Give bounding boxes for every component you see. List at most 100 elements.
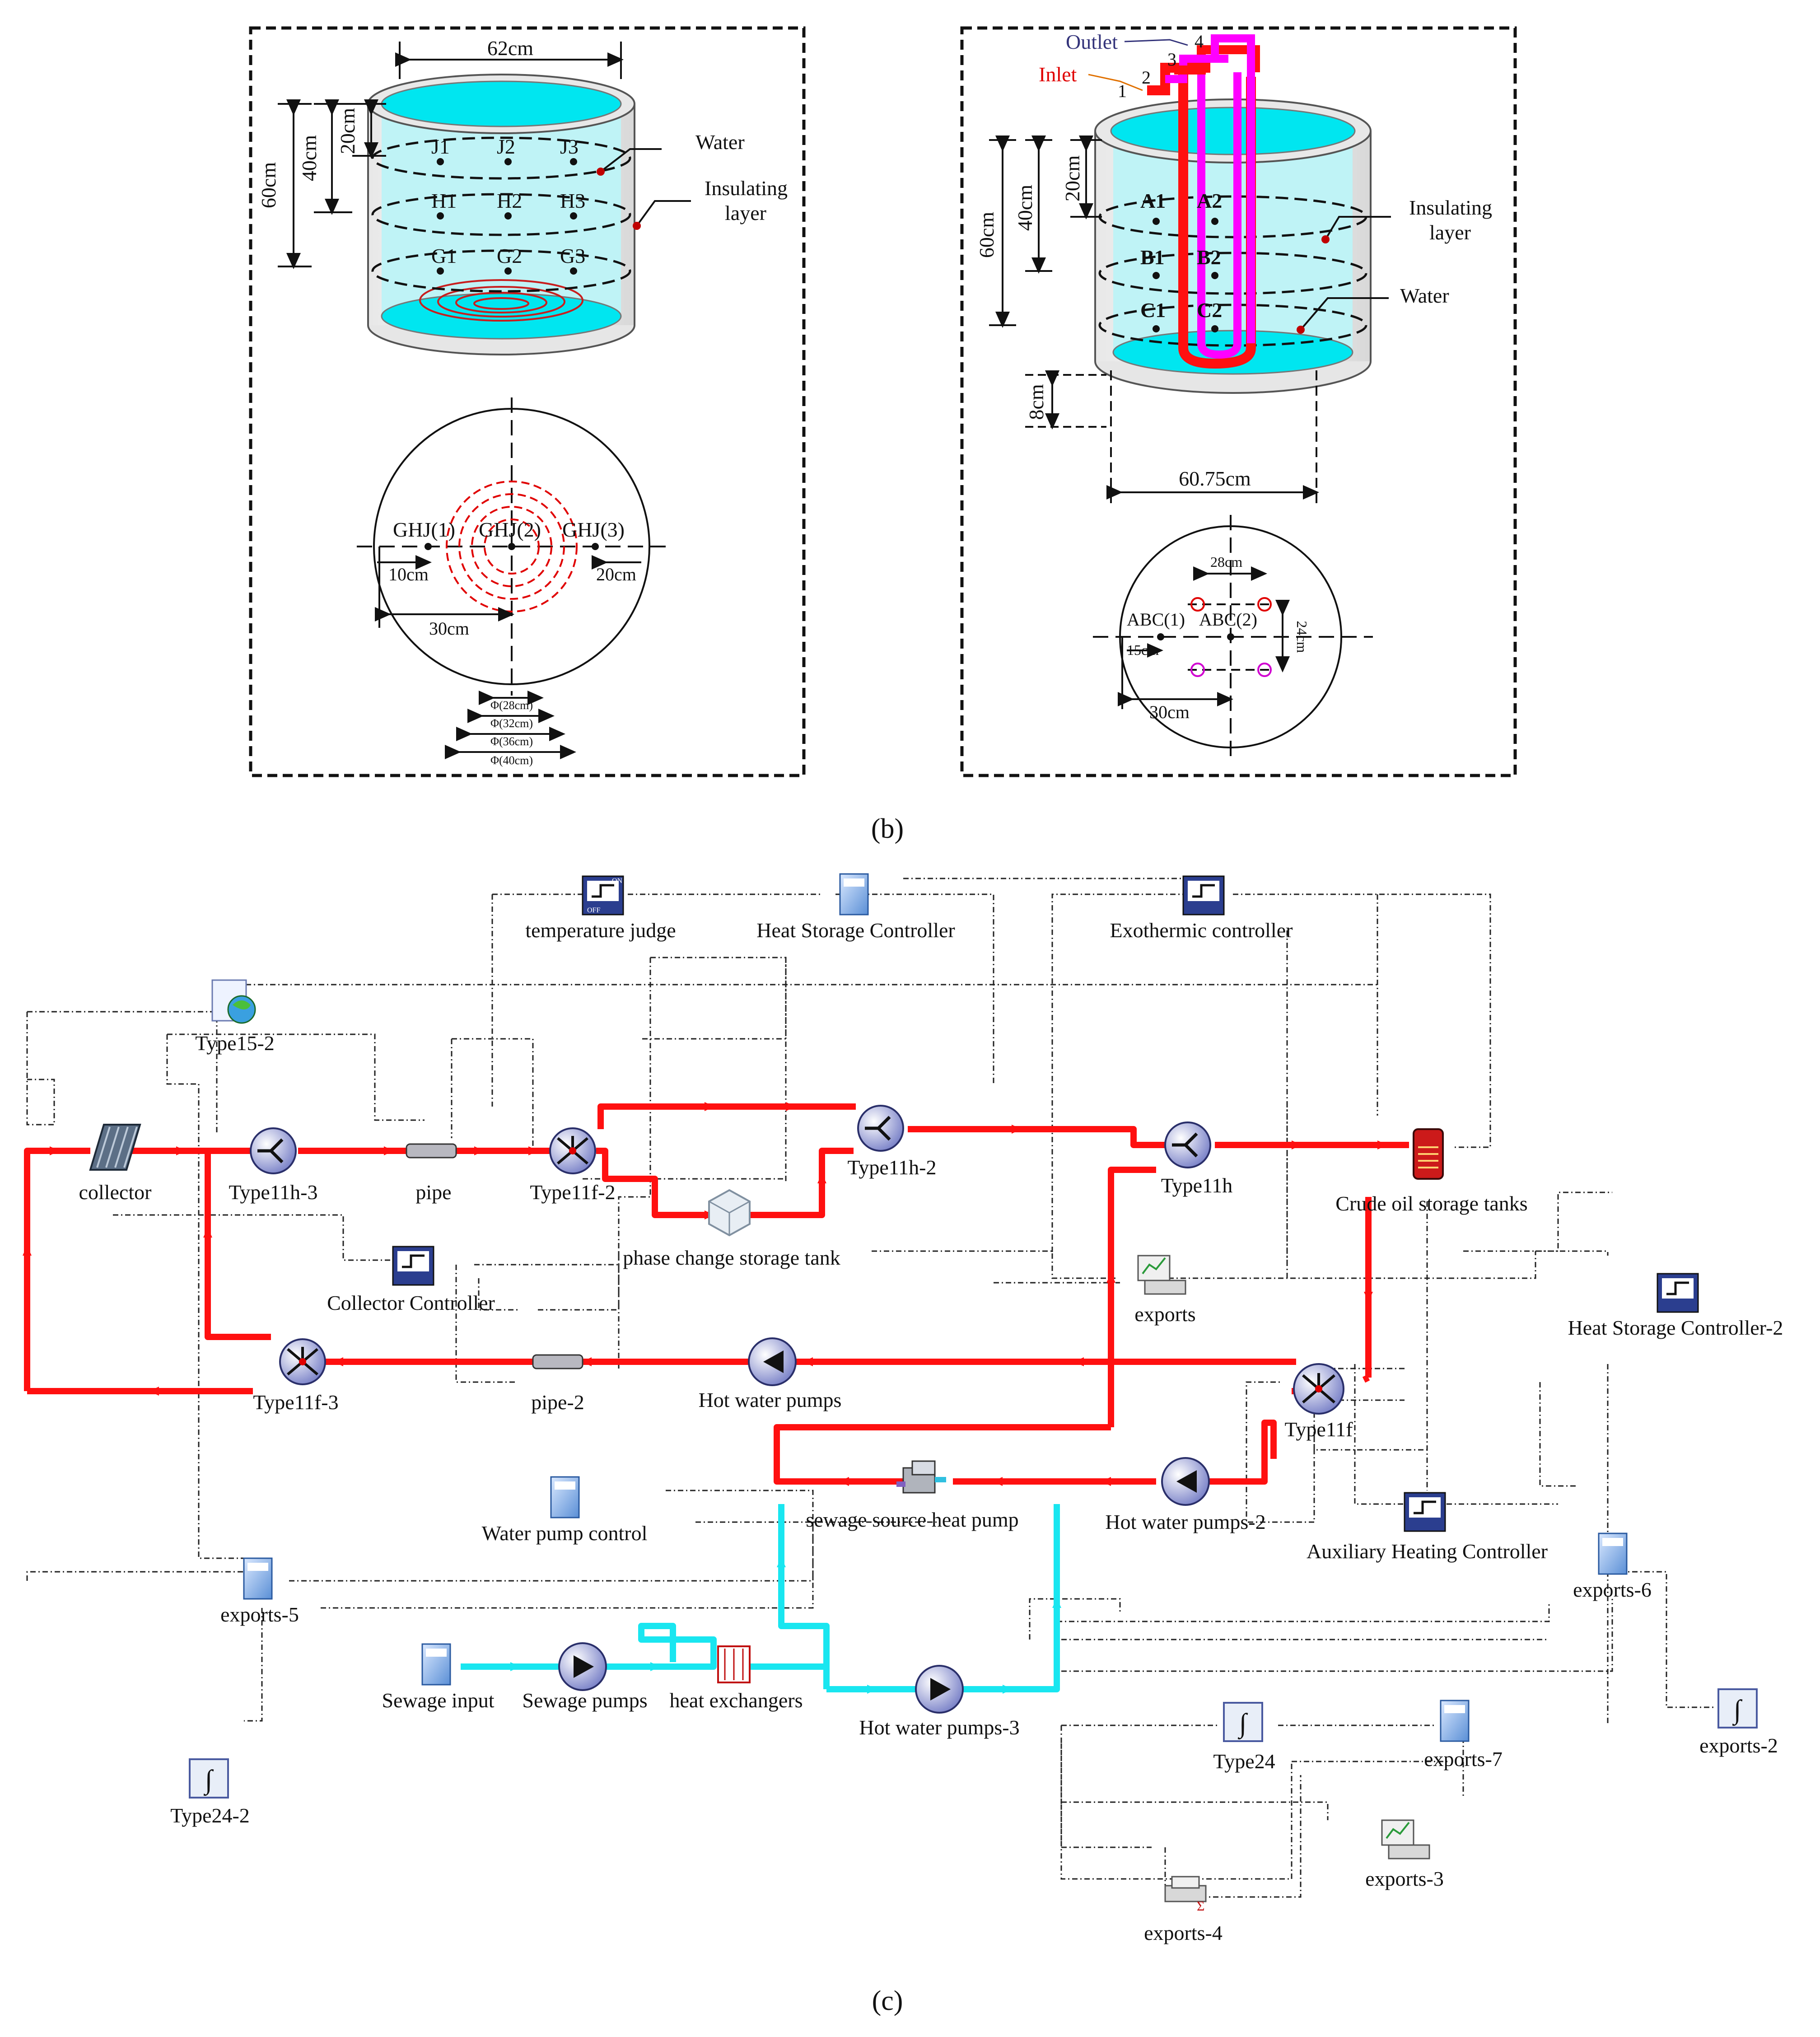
dim-40: 40cm: [298, 135, 321, 181]
sewage-source-heat-pump-icon: [896, 1460, 946, 1494]
exothermic-controller: [1182, 875, 1225, 916]
heat-storage-calculator-icon: [839, 873, 869, 916]
svg-text:Σ: Σ: [1197, 1899, 1204, 1914]
exports-printer-icon: [1137, 1255, 1186, 1295]
type11h-3-label: Type11h-3: [229, 1181, 318, 1204]
control-links: [26, 878, 1716, 1898]
exports-3-printer-icon: [1381, 1819, 1430, 1859]
hot-water-pump-3: [915, 1665, 964, 1714]
type11h-2-diverter: [857, 1105, 904, 1152]
sewage-input-label: Sewage input: [382, 1689, 494, 1712]
point-label: G1: [431, 244, 457, 267]
phase-change-tank-icon: [708, 1189, 751, 1237]
collector-icon: [89, 1124, 141, 1171]
point-label: A1: [1140, 189, 1166, 212]
right-tank: A1 A2 B1 B2 C1 C2: [1094, 34, 1372, 394]
type11f-mixer: [1293, 1363, 1344, 1415]
point-label: B2: [1197, 246, 1221, 269]
label-inlet: Inlet: [1039, 63, 1077, 86]
caption-c: (c): [872, 1986, 903, 2016]
left-tank: J1 J2 J3 H1 H2 H3 G1 G2 G3: [367, 74, 635, 355]
sewage-source-heat-pump-label: sewage source heat pump: [806, 1508, 1018, 1531]
point-label: A2: [1197, 189, 1222, 212]
point-label: B1: [1140, 246, 1165, 269]
exports-2-integrator-icon: ∫: [1717, 1688, 1758, 1729]
exports-4-label: exports-4: [1144, 1921, 1223, 1944]
exports-3-label: exports-3: [1365, 1867, 1444, 1890]
sewage-pipes: [461, 1504, 1060, 1692]
heat-exchangers-label: heat exchangers: [669, 1689, 803, 1712]
heat-storage-controller-2-label: Heat Storage Controller-2: [1568, 1316, 1783, 1339]
heat-exchanger-icon: [717, 1645, 751, 1683]
dim-60: 60cm: [975, 212, 998, 258]
exothermic-controller-label: Exothermic controller: [1110, 919, 1293, 942]
collector-controller: [392, 1246, 434, 1286]
exports-7-icon: [1440, 1700, 1470, 1742]
hot-pipe-arrows: [23, 1102, 1387, 1486]
point-label: C2: [1197, 299, 1222, 322]
type11h-diverter: [1164, 1121, 1211, 1168]
type11f-3-label: Type11f-3: [253, 1391, 338, 1414]
crude-oil-storage-label: Crude oil storage tanks: [1335, 1192, 1527, 1215]
d10-label: 10cm: [388, 564, 429, 584]
type11f-2-label: Type11f-2: [530, 1181, 615, 1204]
collector-controller-label: Collector Controller: [327, 1291, 495, 1314]
panel-b-right: A1 A2 B1 B2 C1 C2 Outlet Inlet 1 2 3 4: [960, 26, 1517, 777]
ghj2-label: GHJ(2): [479, 518, 541, 541]
type11h-3-diverter: [250, 1127, 297, 1174]
exports-5-label: exports-5: [220, 1603, 299, 1626]
pipe-num-3: 3: [1167, 49, 1176, 70]
heat-storage-controller-2: [1657, 1273, 1699, 1313]
right-plan-view: 28cm 24cm ABC(1) ABC(2) 15cm 30cm: [1093, 515, 1373, 759]
dim-20: 20cm: [336, 108, 359, 154]
exports-4-printer-icon: Σ: [1164, 1876, 1207, 1914]
abc1-label: ABC(1): [1127, 609, 1185, 630]
crude-oil-tank-icon: [1413, 1128, 1444, 1180]
exports-7-label: exports-7: [1424, 1747, 1503, 1771]
dim-8: 8cm: [1025, 384, 1048, 420]
collector-label: collector: [79, 1181, 152, 1204]
on-label: ON: [612, 877, 623, 885]
pipe-2-component: [532, 1354, 583, 1369]
d15-label: 15cm: [1127, 642, 1159, 658]
hot-water-pumps-3-label: Hot water pumps-3: [859, 1716, 1019, 1739]
phi-32: Φ(32cm): [490, 717, 533, 730]
water-pump-control-label: Water pump control: [482, 1522, 648, 1545]
point-label: J2: [497, 135, 515, 158]
exports-2-label: exports-2: [1699, 1734, 1778, 1757]
sewage-pumps-label: Sewage pumps: [522, 1689, 647, 1712]
svg-text:∫: ∫: [1732, 1695, 1743, 1726]
d28-label: 28cm: [1210, 554, 1242, 570]
auxiliary-heating-controller: [1404, 1492, 1446, 1532]
type24-2-label: Type24-2: [170, 1804, 250, 1827]
exports-5-icon: [243, 1557, 273, 1600]
heating-coil: [419, 279, 583, 322]
d20-label: 20cm: [596, 564, 636, 584]
hot-water-pump-2: [1161, 1457, 1210, 1506]
phi-40: Φ(40cm): [490, 754, 533, 767]
left-plan-view: GHJ(1) GHJ(2) GHJ(3) 10cm 20cm 30cm Φ(28…: [357, 397, 668, 767]
pipe-num-1: 1: [1118, 81, 1127, 101]
phase-change-storage-label: phase change storage tank: [623, 1246, 840, 1269]
point-label: H3: [560, 189, 585, 212]
phi-36: Φ(36cm): [490, 735, 533, 748]
point-label: G3: [560, 244, 585, 267]
type11h-label: Type11h: [1161, 1174, 1233, 1197]
exports-6-label: exports-6: [1573, 1578, 1652, 1601]
hot-water-pumps-label: Hot water pumps: [699, 1388, 842, 1411]
pipe-2-label: pipe-2: [531, 1391, 584, 1414]
sewage-input-icon: [421, 1643, 451, 1686]
temperature-judge-label: temperature judge: [525, 919, 676, 942]
d30-label: 30cm: [429, 618, 469, 639]
water-pump-control-icon: [550, 1476, 580, 1518]
type24-label: Type24: [1213, 1750, 1275, 1773]
dim-40: 40cm: [1013, 185, 1036, 231]
temperature-judge-controller: ON OFF: [582, 875, 624, 916]
weather-data-icon: [211, 979, 256, 1024]
dim-60: 60cm: [257, 162, 280, 208]
type11f-3-mixer: [279, 1338, 326, 1385]
point-label: H2: [497, 189, 522, 212]
